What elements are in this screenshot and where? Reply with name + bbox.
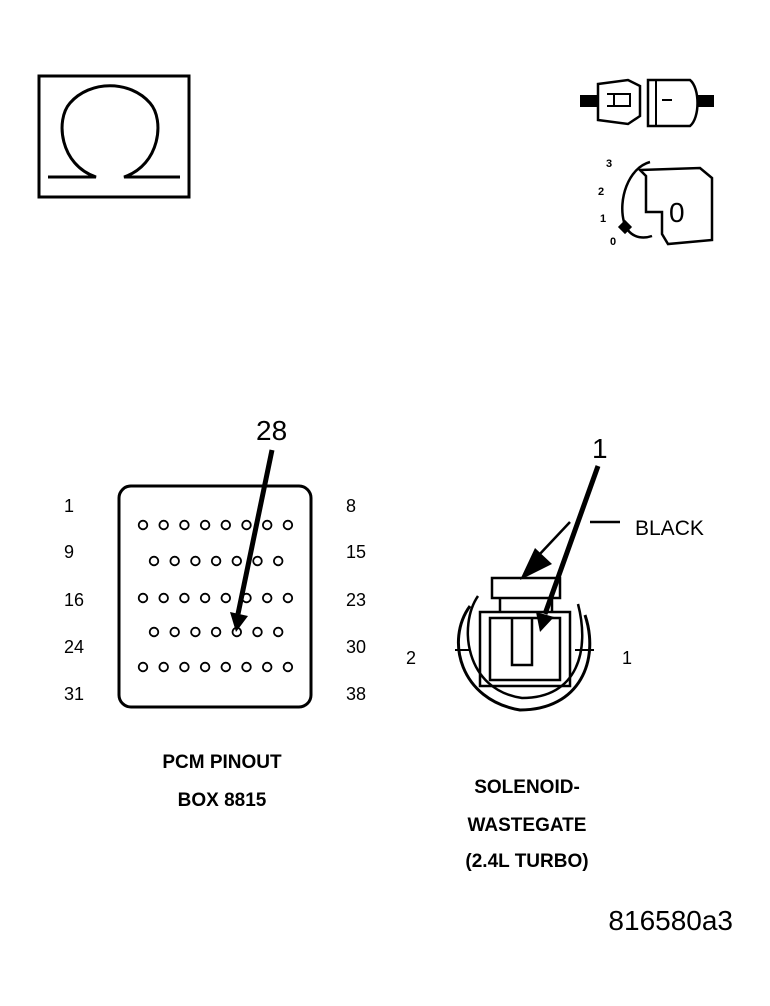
pcm-pin: [241, 661, 252, 673]
pcm-pin: [179, 661, 190, 673]
pcm-pin: [158, 592, 169, 604]
pcm-pin: [210, 555, 222, 567]
pcm-pin: [262, 519, 273, 531]
ignition-position-1: 1: [600, 213, 606, 225]
pcm-pin-grid: [137, 519, 294, 673]
pcm-pin: [190, 555, 201, 567]
solenoid-callout-arrow: [536, 465, 601, 632]
pcm-pin: [231, 555, 243, 567]
pcm-pin: [273, 555, 284, 567]
pcm-pin: [282, 661, 294, 673]
pcm-pin: [137, 661, 149, 673]
pcm-pin: [169, 626, 180, 638]
pcm-row-label-left-4: 24: [64, 637, 84, 657]
pcm-pin: [210, 626, 222, 638]
pcm-pin: [273, 626, 284, 638]
pcm-pin: [137, 519, 149, 531]
ignition-position-0: 0: [610, 236, 616, 248]
pcm-row-label-right-4: 30: [346, 637, 366, 657]
solenoid-caption-line1: SOLENOID-: [474, 777, 580, 798]
pcm-row-label-left-5: 31: [64, 684, 84, 704]
pcm-pin: [241, 519, 252, 531]
pcm-row-label-left-1: 1: [64, 496, 74, 516]
pcm-pin: [262, 592, 273, 604]
solenoid-pin-label-1: 1: [622, 648, 632, 668]
solenoid-caption-line2: WASTEGATE: [468, 815, 587, 836]
pcm-pin: [262, 661, 273, 673]
pcm-pin: [220, 519, 232, 531]
pcm-pin: [148, 626, 160, 638]
pcm-pin: [199, 661, 211, 673]
pcm-pin: [169, 555, 180, 567]
pcm-pin: [282, 519, 294, 531]
pcm-pin: [282, 592, 294, 604]
solenoid-caption-line3: (2.4L TURBO): [465, 851, 588, 872]
pcm-row-label-left-3: 16: [64, 590, 84, 610]
pcm-pin: [179, 592, 190, 604]
black-wire-label: BLACK: [635, 517, 704, 540]
pcm-row-label-right-5: 38: [346, 684, 366, 704]
pcm-row-label-right-1: 8: [346, 496, 356, 516]
solenoid-pin-label-2: 2: [406, 648, 416, 668]
ohmmeter-icon: [37, 74, 191, 199]
figure-code: 816580a3: [608, 905, 733, 936]
pcm-pin: [190, 626, 201, 638]
pcm-pin: [137, 592, 149, 604]
pcm-caption-line1: PCM PINOUT: [162, 752, 282, 773]
ignition-key-label: 0: [669, 197, 685, 228]
pcm-pin: [158, 519, 169, 531]
ignition-off-key-icon: [617, 160, 714, 246]
pcm-pin: [220, 661, 232, 673]
pcm-callout-number: 28: [256, 415, 287, 446]
solenoid-connector: [455, 576, 594, 712]
ignition-position-3: 3: [606, 158, 612, 170]
pcm-connector: [117, 484, 313, 709]
pcm-pin: [179, 519, 190, 531]
pcm-row-label-left-2: 9: [64, 542, 74, 562]
pcm-caption-line2: BOX 8815: [178, 790, 267, 811]
disconnected-connector-icon: [580, 78, 714, 128]
ignition-position-2: 2: [598, 186, 604, 198]
pcm-pin: [148, 555, 160, 567]
pcm-row-label-right-2: 15: [346, 542, 366, 562]
pcm-pin: [199, 592, 211, 604]
pcm-pin: [158, 661, 169, 673]
pcm-pin: [252, 626, 263, 638]
pcm-pin: [220, 592, 232, 604]
solenoid-callout-number: 1: [592, 433, 608, 464]
pcm-pin: [199, 519, 211, 531]
pcm-row-label-right-3: 23: [346, 590, 366, 610]
pcm-pin: [252, 555, 263, 567]
pcm-callout-arrow: [230, 449, 275, 632]
black-wire-pointer: [520, 520, 620, 580]
